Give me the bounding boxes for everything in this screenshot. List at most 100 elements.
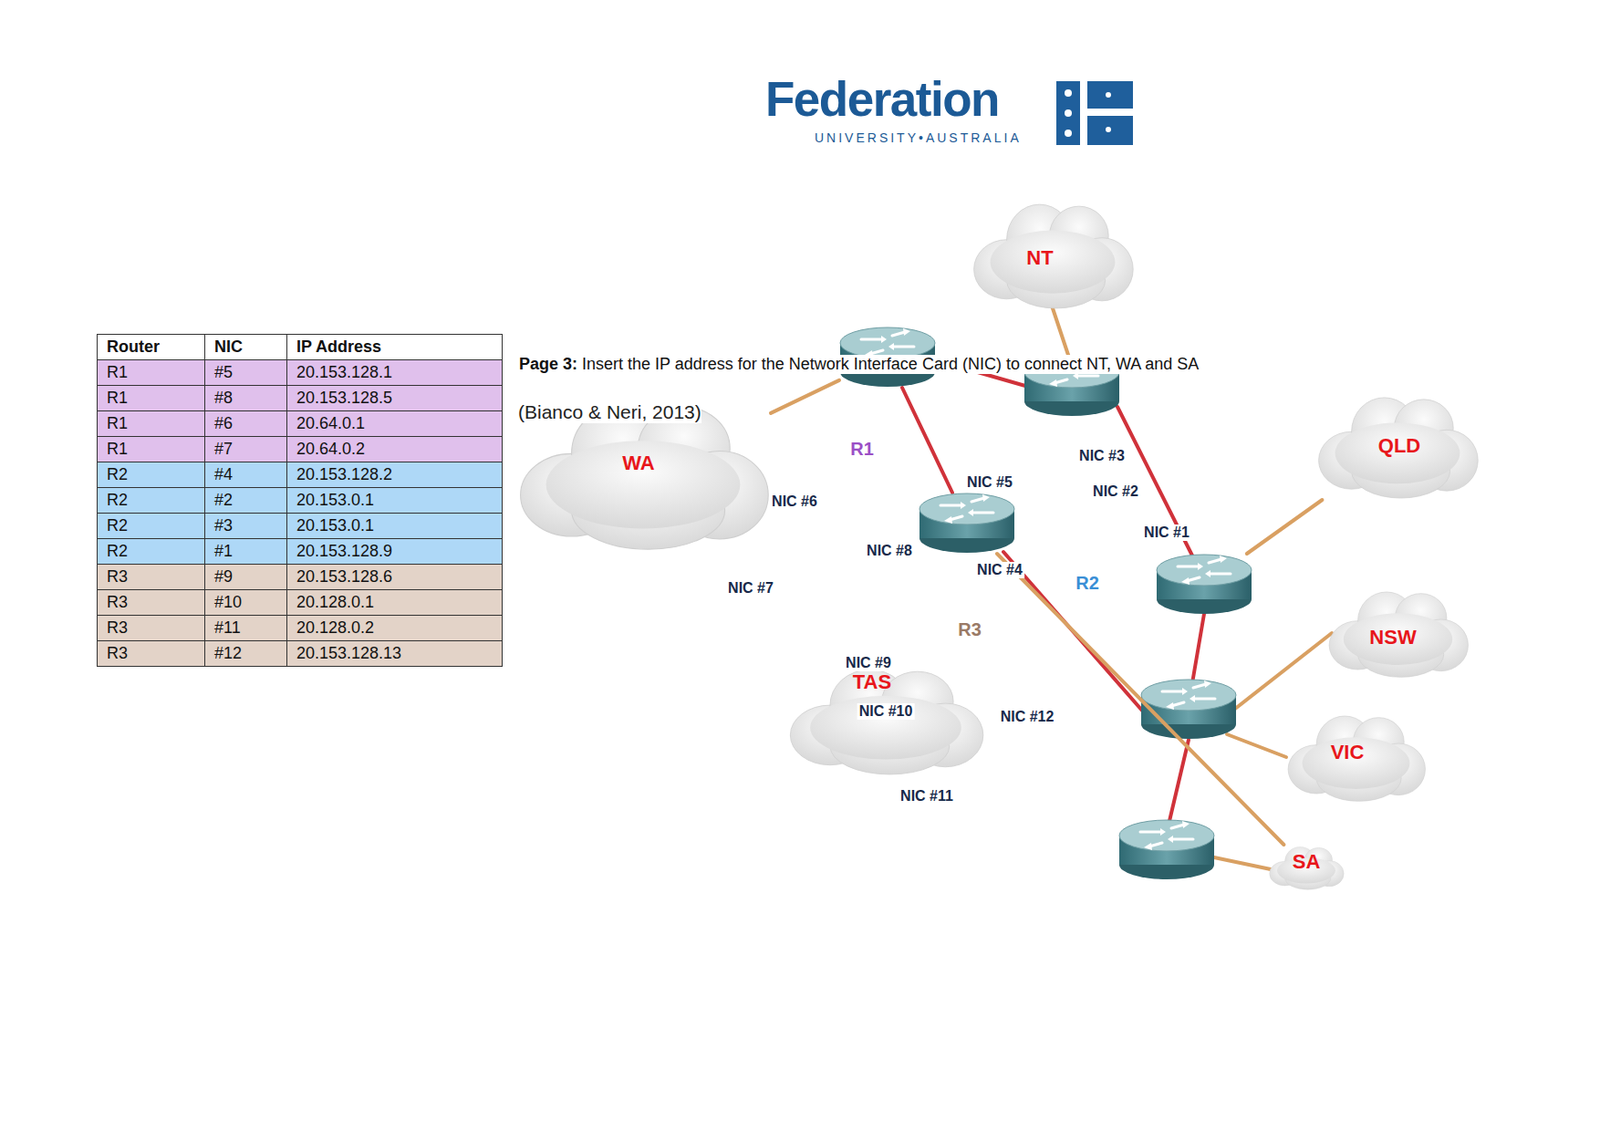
table-cell: R3: [97, 615, 206, 642]
table-cell: 20.153.128.1: [287, 360, 503, 386]
table-cell: 20.153.128.6: [287, 564, 503, 591]
network-cable: [1246, 499, 1323, 554]
nic-label: NIC #2: [1090, 483, 1141, 500]
table-cell: #3: [205, 513, 288, 540]
table-cell: #4: [205, 462, 288, 489]
network-cable: [902, 387, 953, 493]
flag-stripe: [1080, 81, 1088, 146]
nic-label: NIC #11: [898, 788, 956, 805]
router-name: R3: [957, 619, 982, 641]
network-cloud: NT: [970, 198, 1135, 311]
cable: [1235, 633, 1332, 709]
flag-logo: [1056, 81, 1133, 146]
table-cell: 20.128.0.2: [287, 615, 503, 642]
nic-label: NIC #1: [1142, 524, 1192, 541]
table-row: R2#120.153.128.9: [97, 539, 503, 565]
region-name: VIC: [1330, 740, 1365, 765]
table-row: R1#720.64.0.2: [97, 436, 503, 463]
network-cable: [770, 380, 840, 414]
table-cell: #10: [205, 590, 288, 616]
flag-star: [1105, 92, 1112, 98]
cable: [1214, 857, 1271, 870]
table-cell: 20.153.128.5: [287, 385, 503, 412]
logo-subtitle: UNIVERSITY•AUSTRALIA: [814, 130, 1022, 146]
nic-label: NIC #6: [769, 493, 820, 510]
table-cell: #11: [205, 615, 288, 642]
instruction-line: Page 3:Insert the IP address for the Net…: [517, 354, 1201, 375]
cable: [1169, 739, 1189, 821]
table-row: R1#820.153.128.5: [97, 385, 503, 412]
table-row: R2#220.153.0.1: [97, 488, 503, 514]
table-cell: 20.153.0.1: [287, 488, 503, 514]
table-cell: R2: [97, 539, 206, 565]
table-cell: #2: [205, 488, 288, 514]
table-cell: 20.64.0.2: [287, 436, 503, 463]
table-cell: R1: [97, 385, 206, 412]
table-cell: R1: [97, 411, 206, 437]
nic-label: NIC #9: [843, 654, 894, 672]
table-cell: 20.128.0.1: [287, 590, 503, 616]
citation: (Bianco & Neri, 2013): [518, 401, 702, 424]
table-header: Router: [97, 334, 206, 361]
table-cell: R3: [97, 590, 206, 616]
table-cell: R2: [97, 462, 206, 489]
network-cloud: NSW: [1326, 587, 1470, 679]
nic-label: NIC #3: [1077, 447, 1127, 465]
nic-label: NIC #5: [965, 474, 1015, 491]
region-name: NT: [1026, 246, 1053, 271]
flag-star: [1064, 129, 1072, 137]
cable: [1226, 734, 1287, 758]
nic-label: NIC #10: [857, 703, 915, 720]
flag-star: [1105, 126, 1112, 133]
table-cell: R3: [97, 564, 206, 591]
flag-stripe: [1087, 108, 1133, 116]
table-cell: R1: [97, 360, 206, 386]
network-cable: [997, 553, 1284, 845]
table-cell: R2: [97, 513, 206, 540]
region-name: TAS: [852, 670, 892, 695]
table-row: RouterNICIP Address: [97, 334, 503, 361]
ip-table: RouterNICIP AddressR1#520.153.128.1R1#82…: [96, 333, 503, 667]
table-cell: #5: [205, 360, 288, 386]
region-name: WA: [622, 451, 655, 476]
table-cell: #6: [205, 411, 288, 437]
table-cell: #7: [205, 436, 288, 463]
flag-star: [1064, 109, 1072, 117]
table-row: R3#1120.128.0.2: [97, 615, 503, 642]
nic-label: NIC #7: [726, 580, 776, 597]
table-row: R2#320.153.0.1: [97, 513, 503, 540]
page-number: Page 3:: [519, 354, 578, 374]
region-name: SA: [1292, 850, 1321, 874]
table-cell: #1: [205, 539, 288, 565]
table-header: NIC: [205, 334, 288, 361]
nic-label: NIC #4: [975, 561, 1025, 579]
cable: [1192, 613, 1205, 684]
network-cloud: SA: [1267, 844, 1345, 891]
table-cell: #9: [205, 564, 288, 591]
table-cell: 20.153.0.1: [287, 513, 503, 540]
nic-label: NIC #8: [864, 542, 915, 560]
table-cell: 20.64.0.1: [287, 411, 503, 437]
router-name: R2: [1075, 572, 1100, 594]
nic-label: NIC #12: [998, 708, 1057, 726]
router: R3: [918, 492, 1016, 554]
router-icon: [1141, 679, 1237, 739]
table-row: R1#520.153.128.1: [97, 360, 503, 386]
flag-star: [1064, 89, 1072, 97]
region-name: NSW: [1369, 625, 1416, 650]
table-row: R3#1020.128.0.1: [97, 590, 503, 616]
table-cell: #12: [205, 641, 288, 667]
network-cloud: TAS: [786, 664, 986, 777]
network-cloud: QLD: [1315, 392, 1480, 500]
table-cell: R1: [97, 436, 206, 463]
instruction-text: Insert the IP address for the Network In…: [581, 354, 1199, 374]
flag-panel: [1056, 81, 1133, 146]
logo-wordmark: Federation: [765, 71, 999, 127]
cable: [1050, 302, 1070, 358]
region-name: QLD: [1378, 434, 1421, 458]
router-icon: [1119, 820, 1215, 880]
table-row: R3#920.153.128.6: [97, 564, 503, 591]
network-cloud: VIC: [1285, 711, 1427, 803]
table-cell: R3: [97, 641, 206, 667]
